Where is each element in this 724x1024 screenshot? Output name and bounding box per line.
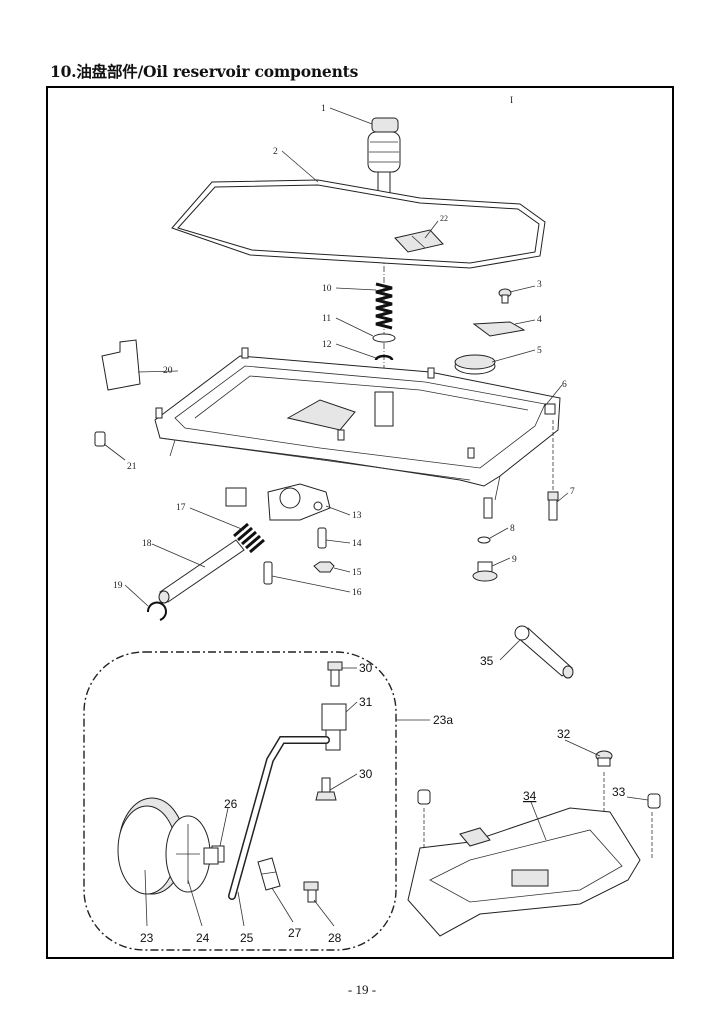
part-24-plate (165, 815, 219, 893)
part-19-e-ring (146, 601, 167, 621)
part-7-bolt (547, 420, 559, 521)
part-33-plug-left (417, 789, 431, 805)
group-label-23a: 23a (433, 713, 453, 727)
callout-4: 4 (537, 315, 542, 325)
callout-32: 32 (557, 727, 571, 741)
part-5-cap (454, 354, 496, 375)
callout-12: 12 (322, 340, 332, 350)
part-11-washer (372, 333, 396, 343)
part-8-o-ring (477, 536, 491, 544)
leader-lines (103, 107, 649, 927)
part-16-pin (263, 561, 273, 585)
top-mark: I (510, 96, 513, 106)
part-31-block (321, 703, 347, 751)
callout-27: 27 (288, 926, 302, 940)
callout-22: 22 (440, 214, 448, 223)
callout-5: 5 (537, 346, 542, 356)
part-1-plunger (367, 117, 401, 201)
part-27-clip (257, 857, 281, 891)
page-number: - 19 - (347, 982, 377, 997)
callout-1: 1 (321, 104, 326, 114)
callout-14: 14 (352, 539, 362, 549)
callout-24: 24 (196, 931, 210, 945)
page-title: 10.油盘部件/Oil reservoir components (50, 62, 359, 81)
callout-35: 35 (480, 654, 494, 668)
callout-9: 9 (512, 555, 517, 565)
part-3-screw (498, 288, 512, 304)
callout-labels: 1 2 3 4 5 6 7 8 9 10 11 12 13 14 15 16 1… (113, 104, 626, 945)
part-13-lever (267, 483, 331, 521)
part-2-gasket (171, 179, 546, 269)
callout-28: 28 (328, 931, 342, 945)
callout-30-top: 30 (359, 661, 373, 675)
callout-16: 16 (352, 588, 362, 598)
callout-13: 13 (352, 511, 362, 521)
part-17-spring (233, 522, 265, 554)
callout-33: 33 (612, 785, 626, 799)
callout-31: 31 (359, 695, 373, 709)
part-14-pin (317, 527, 327, 549)
callout-7: 7 (570, 487, 575, 497)
callout-19: 19 (113, 581, 123, 591)
callout-17: 17 (176, 503, 186, 513)
part-22-clip (394, 229, 444, 253)
part-28-screw (303, 881, 319, 903)
callout-10: 10 (322, 284, 332, 294)
part-32-plug (595, 750, 613, 767)
callout-34: 34 (523, 789, 537, 803)
diagram-frame (46, 86, 674, 959)
part-9-drain-plug (472, 561, 498, 582)
callout-23: 23 (140, 931, 154, 945)
callout-25: 25 (240, 931, 254, 945)
callout-8: 8 (510, 524, 515, 534)
group-23a-box (83, 651, 397, 951)
part-25-rod (228, 736, 330, 900)
callout-30-lower: 30 (359, 767, 373, 781)
callout-21: 21 (127, 462, 137, 472)
part-12-snap-ring (374, 354, 394, 361)
callout-3: 3 (537, 280, 542, 290)
part-4-bracket (472, 321, 526, 337)
part-18-shaft (158, 487, 247, 604)
callout-15: 15 (352, 568, 362, 578)
part-10-spring (375, 282, 393, 330)
callout-2: 2 (273, 147, 278, 157)
callout-6: 6 (562, 380, 567, 390)
part-30-screw-top (327, 661, 343, 687)
callout-20: 20 (163, 366, 173, 376)
part-15-nut (313, 561, 335, 573)
part-30-screw-lower (315, 777, 337, 801)
part-21-pin (94, 431, 106, 447)
part-35-tool (514, 625, 574, 679)
part-34-lower-tray (407, 807, 641, 937)
exploded-parts-diagram: I (83, 96, 661, 951)
part-6-oil-pan (154, 347, 561, 519)
callout-11: 11 (322, 314, 331, 324)
callout-18: 18 (142, 539, 152, 549)
part-33-plug (647, 793, 661, 809)
part-20-plate (101, 339, 141, 391)
callout-26: 26 (224, 797, 238, 811)
